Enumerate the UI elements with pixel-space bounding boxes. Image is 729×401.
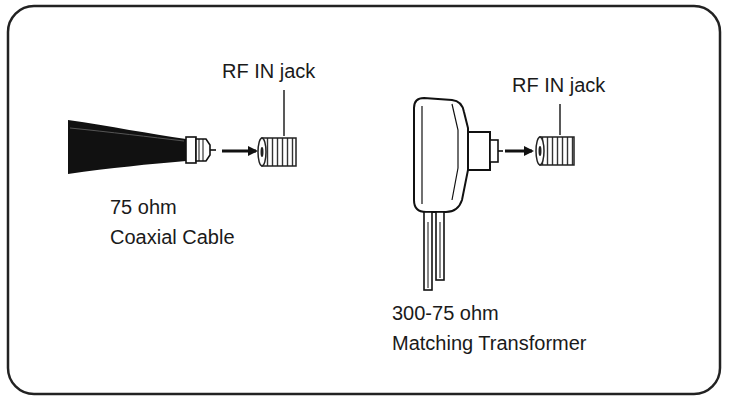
- wrap-spacer: [190, 192, 250, 222]
- part-label: RF IN jack: [512, 70, 605, 100]
- leader-line: [559, 104, 561, 135]
- insert-arrow: [505, 150, 532, 153]
- part-label: 300-75 ohm Matching Transformer: [392, 298, 614, 358]
- rf-jack: [536, 137, 574, 165]
- insert-arrow: [222, 150, 256, 153]
- rf-jack: [258, 138, 296, 166]
- leader-line: [283, 90, 285, 136]
- part-label: 75 ohm Coaxial Cable: [110, 192, 250, 252]
- wrap-spacer: [576, 298, 614, 328]
- coaxial-cable: [68, 120, 216, 174]
- part-label: RF IN jack: [222, 56, 315, 86]
- frame-border: [8, 6, 720, 394]
- matching-transformer: [414, 98, 503, 290]
